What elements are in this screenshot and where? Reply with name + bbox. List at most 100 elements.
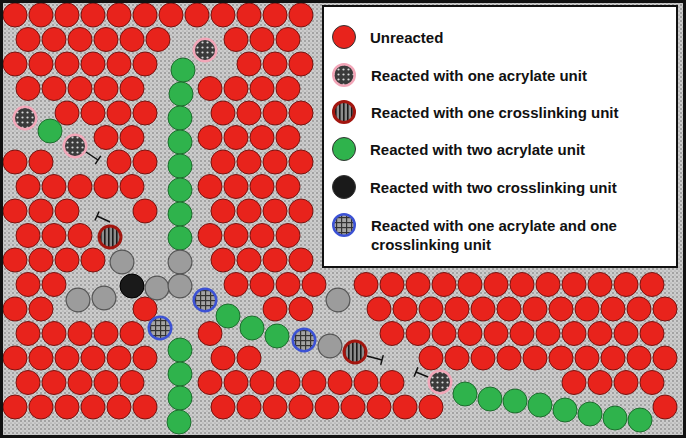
legend-text: Reacted with one acrylate unit	[371, 63, 671, 85]
unreacted-monomer	[523, 297, 547, 321]
unreacted-monomer	[68, 322, 92, 346]
crosslinker-monomer	[326, 288, 350, 312]
unreacted-monomer	[445, 297, 469, 321]
unreacted-monomer	[16, 371, 40, 395]
unreacted-monomer	[107, 150, 131, 174]
unreacted-monomer	[42, 77, 66, 101]
crosslink-bonded-monomer	[120, 274, 144, 298]
unreacted-monomer	[198, 371, 222, 395]
unreacted-monomer	[289, 199, 313, 223]
unreacted-monomer	[302, 273, 326, 297]
unreacted-monomer	[250, 224, 274, 248]
unreacted-monomer	[55, 346, 79, 370]
unreacted-monomer	[120, 175, 144, 199]
acrylate-bonded-monomer	[168, 130, 192, 154]
unreacted-monomer	[458, 273, 482, 297]
unreacted-monomer	[523, 346, 547, 370]
unreacted-monomer	[3, 346, 27, 370]
unreacted-monomer	[55, 395, 79, 419]
unreacted-monomer	[81, 395, 105, 419]
mixed-bonded-monomer	[194, 289, 217, 312]
unreacted-monomer	[510, 273, 534, 297]
unreacted-monomer	[107, 346, 131, 370]
unreacted-monomer	[354, 371, 378, 395]
unreacted-monomer	[276, 273, 300, 297]
unreacted-monomer	[55, 52, 79, 76]
legend-entry: Reacted with one acrylate and one crossl…	[332, 213, 671, 254]
unreacted-monomer	[68, 175, 92, 199]
unreacted-monomer	[107, 52, 131, 76]
unreacted-monomer	[29, 346, 53, 370]
unreacted-monomer	[640, 322, 664, 346]
unreacted-monomer	[3, 52, 27, 76]
unreacted-monomer	[549, 346, 573, 370]
unreacted-monomer	[588, 322, 612, 346]
acrylate-bonded-monomer	[167, 410, 191, 434]
unreacted-monomer	[289, 248, 313, 272]
unreacted-monomer	[263, 199, 287, 223]
unreacted-monomer	[133, 52, 157, 76]
unreacted-monomer	[471, 297, 495, 321]
unreacted-monomer	[562, 322, 586, 346]
acrylate-bonded-monomer	[628, 408, 652, 432]
unreacted-monomer	[42, 371, 66, 395]
unreacted-monomer	[211, 199, 235, 223]
unreacted-monomer	[419, 297, 443, 321]
unreacted-monomer	[81, 101, 105, 125]
unreacted-monomer	[133, 199, 157, 223]
legend-text: Reacted with two acrylate unit	[370, 137, 670, 159]
unreacted-monomer	[237, 395, 261, 419]
unreacted-monomer	[237, 199, 261, 223]
acrylate-bonded-monomer	[578, 402, 602, 426]
unreacted-monomer	[549, 297, 573, 321]
unreacted-monomer	[68, 28, 92, 52]
unreacted-monomer	[68, 77, 92, 101]
unreacted-monomer	[471, 346, 495, 370]
unreacted-monomer	[315, 395, 339, 419]
unreacted-monomer	[42, 322, 66, 346]
acrylate-bonded-monomer	[216, 304, 240, 328]
crosslinker-monomer	[66, 288, 90, 312]
unreacted-monomer	[107, 101, 131, 125]
unreacted-monomer	[536, 322, 560, 346]
unreacted-monomer	[341, 395, 365, 419]
unreacted-monomer	[42, 224, 66, 248]
unreacted-monomer	[289, 52, 313, 76]
unreacted-monomer	[29, 52, 53, 76]
legend-entry: Reacted with one acrylate unit	[332, 63, 671, 88]
unreacted-monomer	[276, 126, 300, 150]
unreacted-monomer	[588, 273, 612, 297]
single-acrylate-monomer	[64, 135, 87, 158]
mixed-bonded-monomer	[149, 317, 172, 340]
single-acrylate-monomer	[429, 371, 452, 394]
unreacted-monomer	[237, 52, 261, 76]
unreacted-monomer	[250, 175, 274, 199]
unreacted-monomer	[16, 175, 40, 199]
crosslinker-monomer	[318, 334, 342, 358]
acrylate-bonded-monomer	[171, 58, 195, 82]
unreacted-monomer	[497, 346, 521, 370]
unreacted-monomer	[445, 346, 469, 370]
unreacted-monomer	[16, 77, 40, 101]
single-acrylate-monomer	[194, 39, 217, 62]
unreacted-monomer	[653, 346, 677, 370]
unreacted-monomer	[640, 273, 664, 297]
crosslinker-monomer	[92, 286, 116, 310]
unreacted-monomer	[588, 371, 612, 395]
legend-text: Unreacted	[370, 25, 670, 47]
unreacted-monomer	[237, 346, 261, 370]
unreacted-monomer	[237, 150, 261, 174]
unreacted-monomer	[68, 224, 92, 248]
unreacted-monomer	[120, 77, 144, 101]
unreacted-monomer	[289, 150, 313, 174]
unreacted-monomer	[263, 3, 287, 27]
legend-text: Reacted with two crosslinking unit	[370, 175, 670, 197]
unreacted-monomer	[653, 395, 677, 419]
unreacted-monomer	[250, 28, 274, 52]
unreacted-monomer	[224, 175, 248, 199]
unreacted-monomer	[237, 101, 261, 125]
unreacted-monomer	[3, 248, 27, 272]
unreacted-monomer	[3, 3, 27, 27]
acrylate-bonded-monomer	[603, 406, 627, 430]
